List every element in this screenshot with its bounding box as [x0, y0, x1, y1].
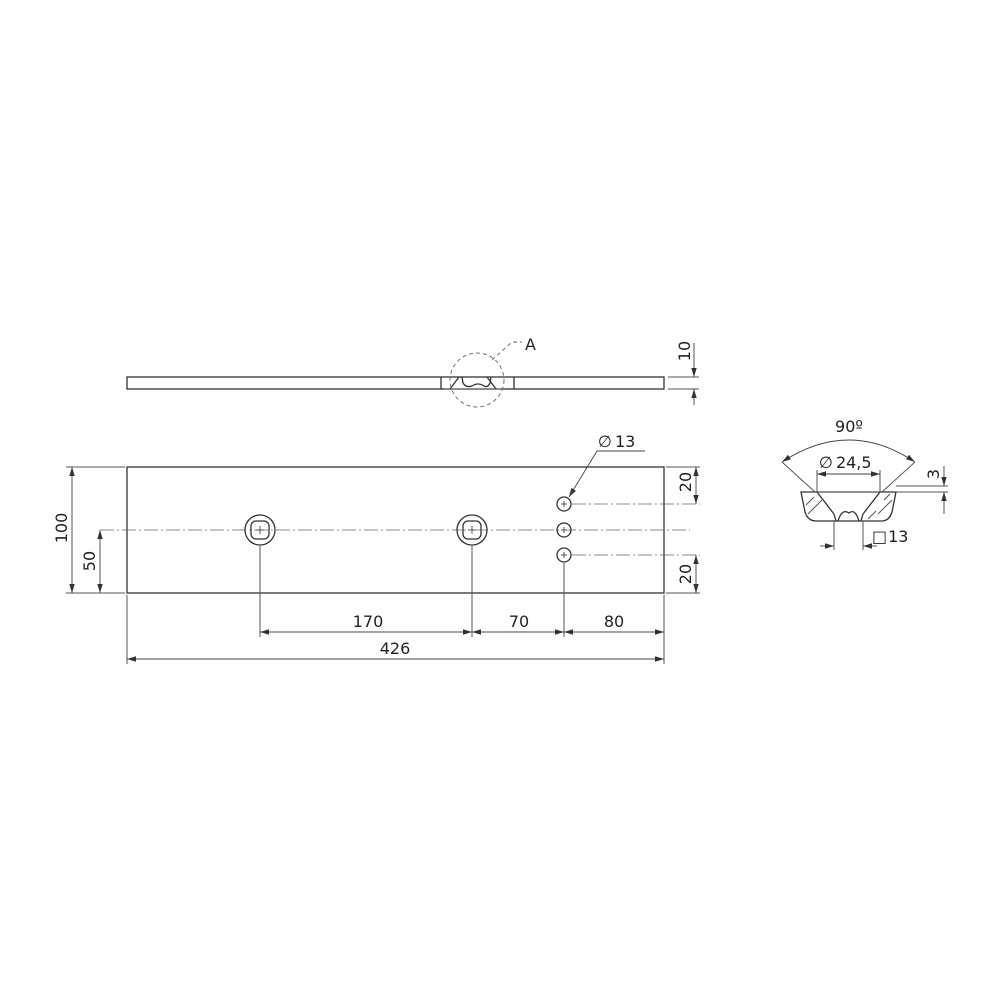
side-view: A 10 [126, 335, 699, 408]
center-height-dimension: 50 [80, 551, 99, 571]
spacing-1-dimension: 170 [353, 612, 384, 631]
detail-callout-label: A [525, 335, 536, 354]
edge-offset-top-dimension: 20 [676, 472, 695, 492]
side-view-outline [126, 376, 665, 390]
hole-diameter-leader [568, 450, 645, 498]
spacing-2-dimension: 70 [509, 612, 529, 631]
detail-leader [491, 341, 522, 361]
square-hole-label: □13 [872, 527, 908, 546]
depth-dimension: 3 [924, 469, 943, 479]
total-width-dimension: 100 [52, 513, 71, 544]
detail-a-view: 90º ∅24,5 3 □13 [781, 417, 948, 550]
total-length-dimension: 426 [380, 639, 411, 658]
angle-arc [781, 439, 916, 463]
square-hole-2 [456, 514, 488, 546]
square-hole-1 [244, 514, 276, 546]
front-view: ∅13 20 20 100 50 170 70 80 426 [52, 432, 700, 664]
counterbore-diameter-label: ∅24,5 [819, 453, 872, 472]
thickness-dimension: 10 [675, 341, 694, 361]
side-view-countersink [449, 376, 497, 390]
edge-offset-bottom-dimension: 20 [676, 564, 695, 584]
spacing-3-dimension: 80 [604, 612, 624, 631]
angle-dimension: 90º [835, 417, 863, 436]
detail-section-outline [800, 491, 897, 522]
round-hole-top [556, 496, 572, 512]
detail-circle-a [449, 352, 505, 408]
round-hole-bottom [556, 547, 572, 563]
round-hole-middle [556, 522, 572, 538]
hole-diameter-label: ∅13 [598, 432, 635, 451]
